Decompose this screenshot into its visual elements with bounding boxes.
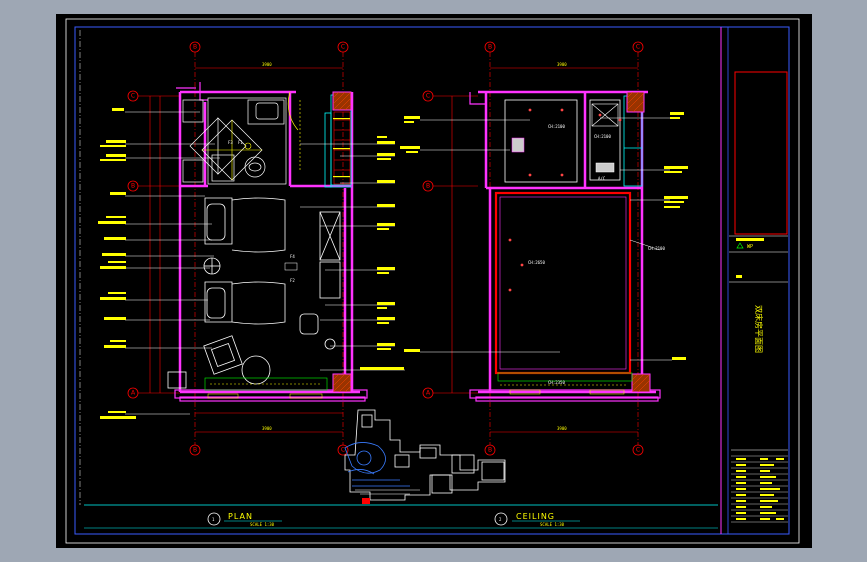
ceiling-title: CEILING <box>516 512 555 521</box>
plan-tag-f2: F2 <box>290 278 295 283</box>
plan-tag-f4: F4 <box>290 254 295 259</box>
plan-tag-f3: F3 <box>228 140 233 145</box>
grid-bubble-ceil-left-1: C <box>426 93 430 100</box>
ceiling-number: 2 <box>499 517 502 522</box>
plan-number: 1 <box>212 517 215 522</box>
floor-plan: 3900 3900 <box>98 41 405 456</box>
grid-bubble-plan-left-3: A <box>131 390 136 397</box>
drawing-sheet <box>56 14 812 548</box>
grid-bubble-plan-top-right: C <box>341 44 345 51</box>
plan-title: PLAN <box>228 512 253 521</box>
grid-bubble-plan-top-left: B <box>193 44 197 51</box>
legend-label: WP <box>747 244 753 250</box>
sheet-vertical-title: 双床房平面图 <box>754 305 764 353</box>
ceiling-height-1: CH:2100 <box>548 124 565 129</box>
ceiling-height-5: CH:2350 <box>548 380 565 385</box>
svg-text:3900: 3900 <box>557 426 567 431</box>
ceiling-height-3: CH:2650 <box>528 260 545 265</box>
plan-scale: SCALE 1:30 <box>250 522 275 527</box>
ceiling-plan: 3900 3900 A/C <box>400 41 688 456</box>
ceiling-title-group: 2 CEILING SCALE 1:30 <box>494 512 580 527</box>
grid-bubble-plan-left-1: C <box>131 93 135 100</box>
grid-bubble-ceil-top-right: C <box>636 44 640 51</box>
inner-border <box>74 26 790 535</box>
plan-tag-f1: F1 <box>238 140 243 145</box>
title-block: WP 双床房平面图 <box>729 71 788 523</box>
outer-border <box>65 18 800 544</box>
svg-text:3900: 3900 <box>557 62 567 67</box>
svg-text:3900: 3900 <box>262 62 272 67</box>
ceiling-tag-ac: A/C <box>598 176 606 181</box>
grid-bubble-ceil-left-3: A <box>426 390 431 397</box>
ceiling-height-2: CH:2100 <box>594 134 611 139</box>
grid-bubble-ceil-left-2: B <box>426 183 430 190</box>
grid-bubble-ceil-top-left: B <box>488 44 492 51</box>
plan-title-group: 1 PLAN SCALE 1:30 <box>207 512 282 527</box>
ceiling-height-4: CH:2100 <box>648 246 665 251</box>
grid-bubble-plan-bottom-right: C <box>341 447 345 454</box>
grid-bubble-plan-left-2: B <box>131 183 135 190</box>
svg-text:3900: 3900 <box>262 426 272 431</box>
grid-bubble-plan-bottom-left: B <box>193 447 197 454</box>
key-plan <box>344 409 506 504</box>
grid-bubble-ceil-bottom-left: B <box>488 447 492 454</box>
ceiling-scale: SCALE 1:30 <box>540 522 565 527</box>
grid-bubble-ceil-bottom-right: C <box>636 447 640 454</box>
